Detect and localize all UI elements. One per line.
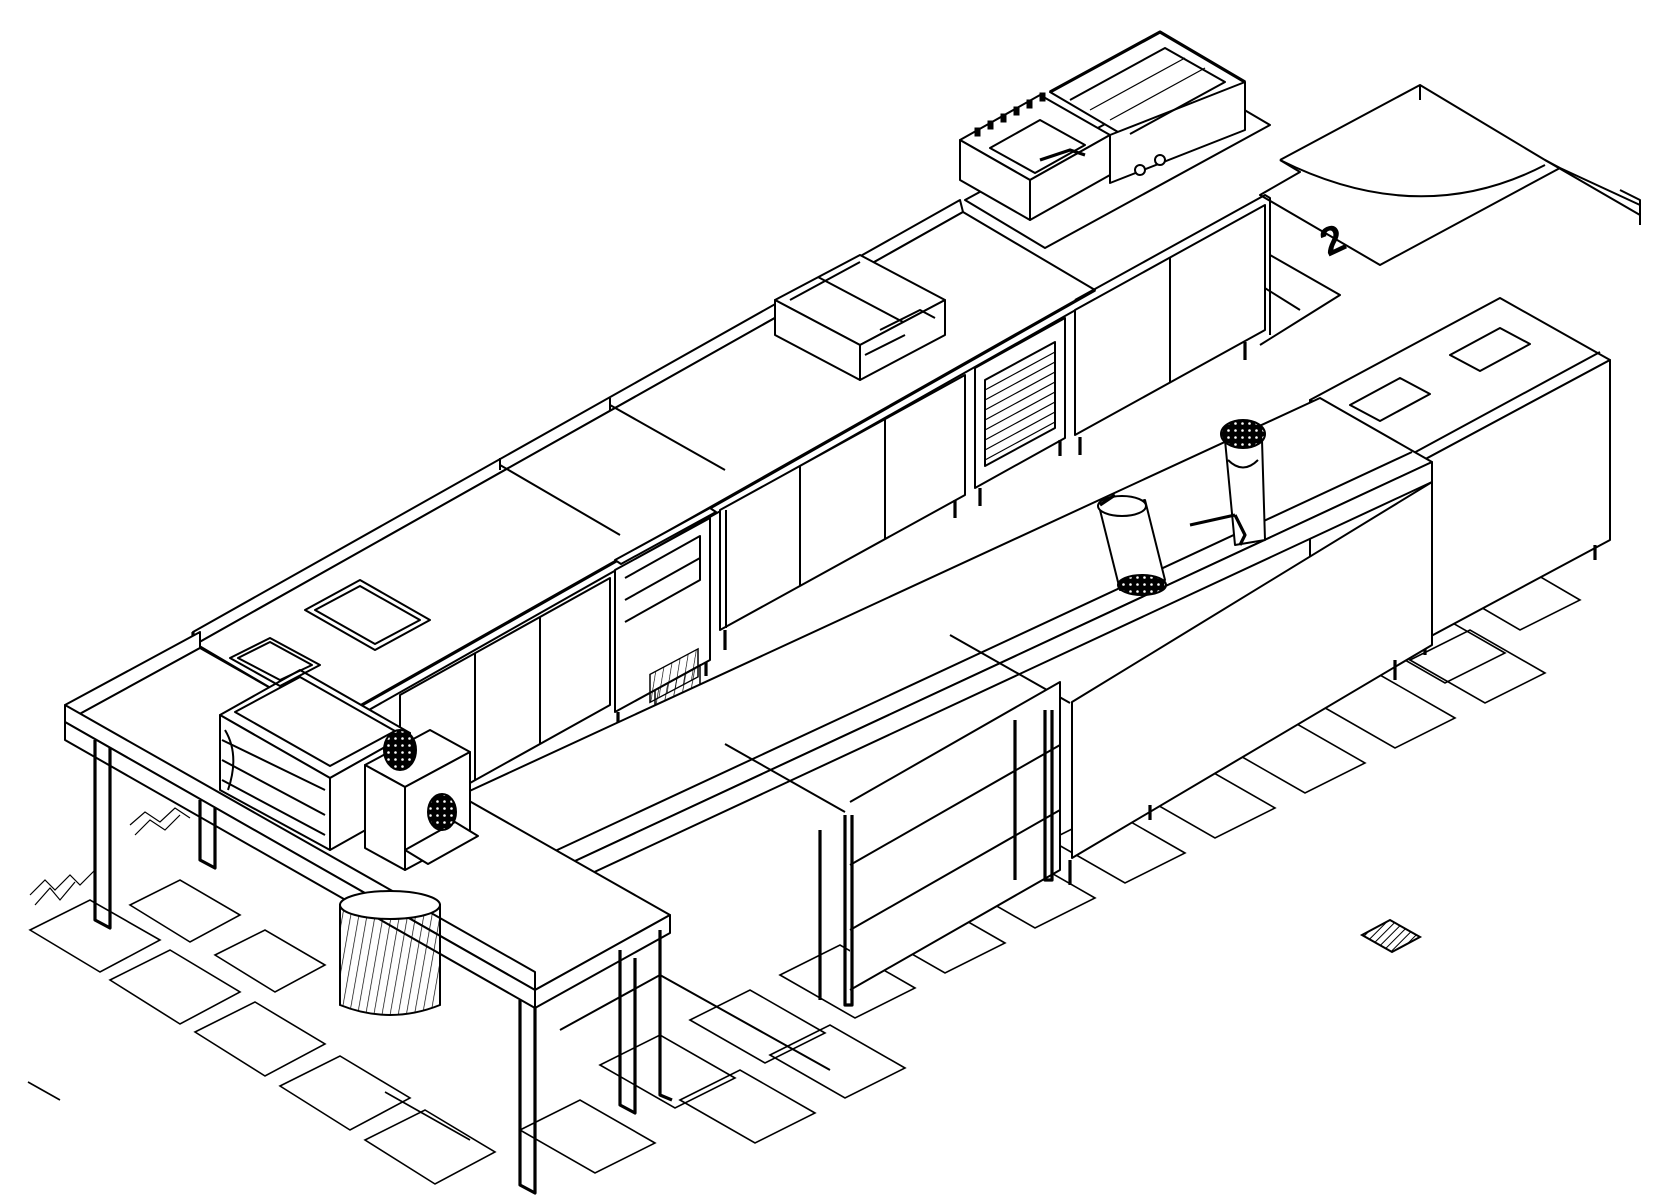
bain-marie-warmer (774, 254, 946, 381)
bottle-cooler (974, 317, 1066, 506)
griddle (1049, 30, 1246, 184)
juicer (1097, 493, 1167, 596)
zone-number-label: 2 (1313, 216, 1352, 265)
waste-bin (339, 890, 441, 1016)
ice-maker (614, 507, 717, 726)
plant-decor (29, 807, 191, 906)
display-case (219, 669, 411, 851)
zone-2-area: 2 (1259, 84, 1641, 346)
cooking-base-cabinet (1074, 194, 1271, 455)
coffee-brewer (364, 729, 479, 871)
cooking-line (959, 30, 1271, 249)
blender (1189, 419, 1266, 546)
counter-inset-trays (229, 579, 431, 687)
floor-drain (1359, 918, 1423, 954)
refrigerated-counter (719, 374, 966, 650)
